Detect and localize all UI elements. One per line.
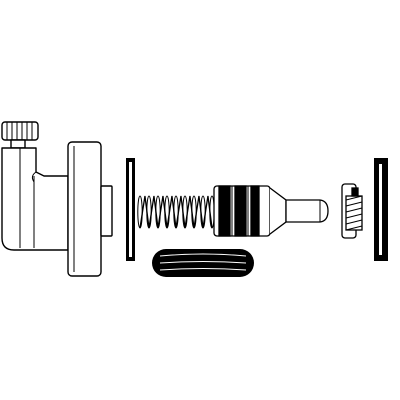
spring-turn xyxy=(164,195,170,229)
spring-turn xyxy=(200,195,206,229)
spring-turn xyxy=(173,195,179,229)
spring-turn xyxy=(182,195,188,229)
spring-turn xyxy=(155,195,161,229)
spring-turn xyxy=(146,195,152,229)
rubber-o-ring xyxy=(152,249,254,277)
compression-spring xyxy=(137,195,215,229)
thick-seal-ring xyxy=(374,158,388,261)
spring-turn xyxy=(191,195,197,229)
piston-plunger xyxy=(213,185,329,237)
spring-turn xyxy=(137,195,143,229)
valve-body-housing xyxy=(1,121,113,277)
threaded-retainer xyxy=(341,183,363,239)
thin-gasket xyxy=(126,158,135,261)
knurled-knob xyxy=(1,121,39,149)
